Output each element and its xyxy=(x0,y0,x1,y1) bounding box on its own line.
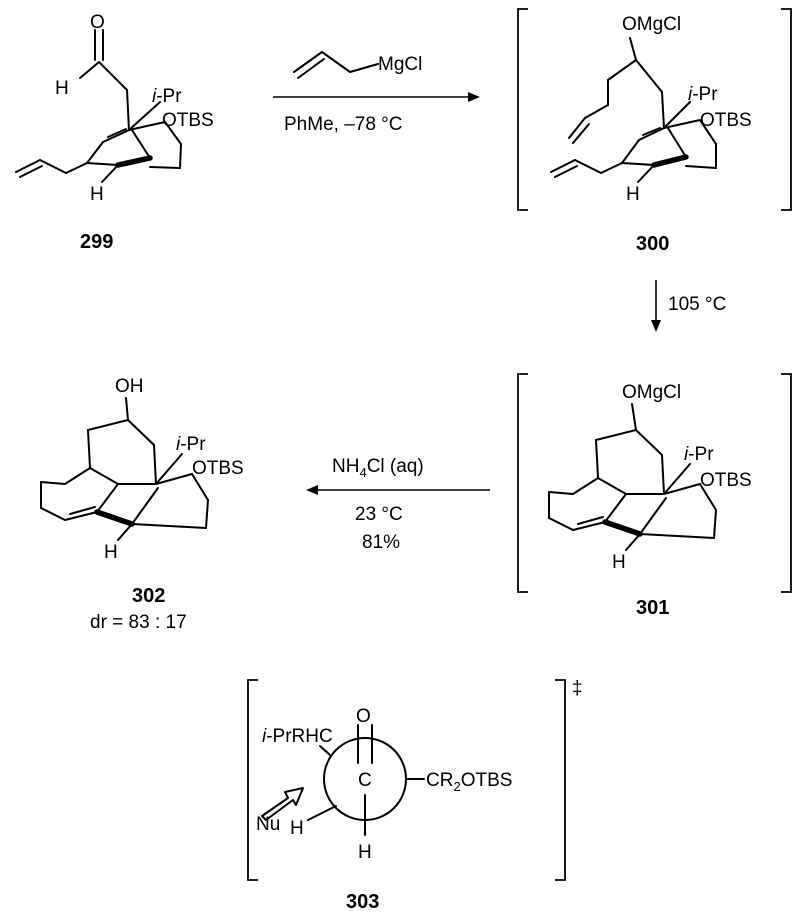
compound-299: O H i-Pr OTBS H 299 xyxy=(15,12,214,253)
atom-ipr: i-Pr xyxy=(688,84,718,105)
atom-h: H xyxy=(90,184,104,205)
compound-label: 301 xyxy=(636,597,669,619)
yield: 81% xyxy=(362,532,400,553)
atom-c: C xyxy=(358,770,372,791)
compound-303: ‡ O C i-PrRHC CR2OTBS Nu H H 303 xyxy=(247,678,583,913)
atom-omgcl: OMgCl xyxy=(622,382,681,403)
dagger: ‡ xyxy=(572,678,583,699)
compound-301: OMgCl i-Pr OTBS H 301 xyxy=(517,373,792,619)
conditions: 105 °C xyxy=(668,294,726,315)
atom-nu: Nu xyxy=(256,814,280,835)
arrow-step3: NH4Cl (aq) 23 °C 81% xyxy=(306,456,490,553)
atom-ipr: i-Pr xyxy=(176,434,206,455)
compound-label: 299 xyxy=(80,231,113,253)
atom-otbs: OTBS xyxy=(700,110,752,131)
atom-iprrhc: i-PrRHC xyxy=(262,726,333,747)
atom-h: H xyxy=(358,842,372,863)
compound-300: OMgCl i-Pr OTBS H 300 xyxy=(517,8,792,255)
compound-label: 300 xyxy=(636,233,669,255)
temperature: 23 °C xyxy=(355,504,403,525)
reagent: NH4Cl (aq) xyxy=(332,456,424,480)
atom-oh: OH xyxy=(115,376,144,397)
compound-302: OH i-Pr OTBS H 302 dr = 83 : 17 xyxy=(40,376,244,633)
atom-cr2otbs: CR2OTBS xyxy=(426,770,512,794)
atom-ipr: i-Pr xyxy=(684,444,714,465)
arrow-step2: 105 °C xyxy=(651,280,726,332)
atom-otbs: OTBS xyxy=(192,458,244,479)
atom-h: H xyxy=(290,818,304,839)
arrow-step1: MgCl PhMe, –78 °C xyxy=(273,51,480,135)
diastereomeric-ratio: dr = 83 : 17 xyxy=(90,612,187,633)
atom-h: H xyxy=(104,542,118,563)
conditions: PhMe, –78 °C xyxy=(284,114,403,135)
atom-o: O xyxy=(90,12,105,33)
atom-omgcl: OMgCl xyxy=(622,14,681,35)
atom-otbs: OTBS xyxy=(162,110,214,131)
compound-label: 303 xyxy=(346,891,379,913)
atom-h: H xyxy=(55,78,69,99)
atom-h: H xyxy=(626,184,640,205)
atom-otbs: OTBS xyxy=(700,470,752,491)
compound-label: 302 xyxy=(132,585,165,607)
atom-h: H xyxy=(612,552,626,573)
atom-o: O xyxy=(356,706,371,727)
reagent-mgcl: MgCl xyxy=(378,54,422,75)
atom-ipr: i-Pr xyxy=(152,86,182,107)
